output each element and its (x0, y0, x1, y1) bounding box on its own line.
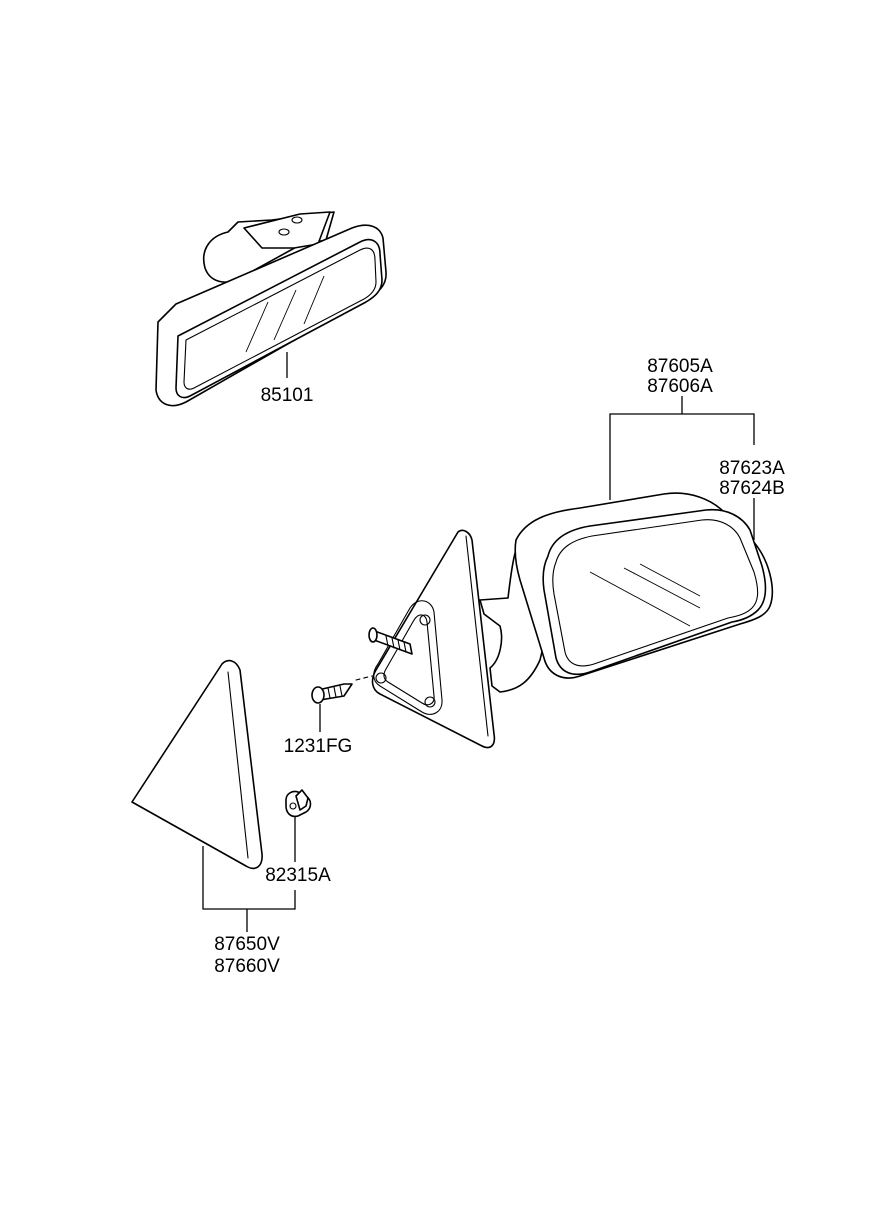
inside-rear-view-mirror: 85101 (155, 211, 387, 407)
garnish-edge (227, 671, 249, 859)
leader-87650V (202, 846, 296, 910)
mount-hole-icon (278, 228, 290, 236)
glass-reflection (273, 289, 297, 341)
label-85101: 85101 (261, 385, 314, 406)
bolt-hole-icon (419, 614, 431, 626)
label-87623A: 87623A (719, 458, 785, 479)
mirror-garnish: 82315A 87650V 87660V (131, 659, 331, 977)
mirror-bezel (175, 238, 383, 399)
glass-reflection (303, 275, 325, 325)
label-87605A: 87605A (647, 356, 713, 377)
screw-guide-line (355, 675, 373, 681)
mounting-gasket (373, 600, 443, 715)
glass-reflection (623, 567, 701, 609)
outside-mirror-assembly: 87605A 87606A 87623A 87624B (355, 356, 785, 749)
glass-reflection (639, 563, 701, 597)
mirror-base-plate (371, 529, 496, 749)
mirror-base-edge (465, 535, 489, 737)
screw: 1231FG (284, 683, 353, 757)
mount-hole-icon (291, 216, 303, 224)
mirror-glass (183, 247, 377, 390)
mirror-bezel-rim (542, 508, 767, 676)
label-87606A: 87606A (647, 376, 713, 397)
clip-icon (285, 789, 312, 818)
label-87624B: 87624B (719, 478, 785, 499)
bolt-hole-icon (424, 696, 436, 708)
mirror-glass-pane (552, 519, 759, 667)
label-87650V: 87650V (214, 934, 280, 955)
screw-head-icon (311, 686, 325, 704)
bolt-hole-icon (375, 672, 387, 684)
garnish-panel (131, 659, 263, 870)
glass-reflection (589, 571, 691, 627)
glass-reflection (245, 301, 269, 353)
label-87660V: 87660V (214, 956, 280, 977)
stud-bolt-icon (368, 627, 413, 655)
label-1231FG: 1231FG (284, 736, 353, 757)
label-82315A: 82315A (265, 865, 331, 886)
